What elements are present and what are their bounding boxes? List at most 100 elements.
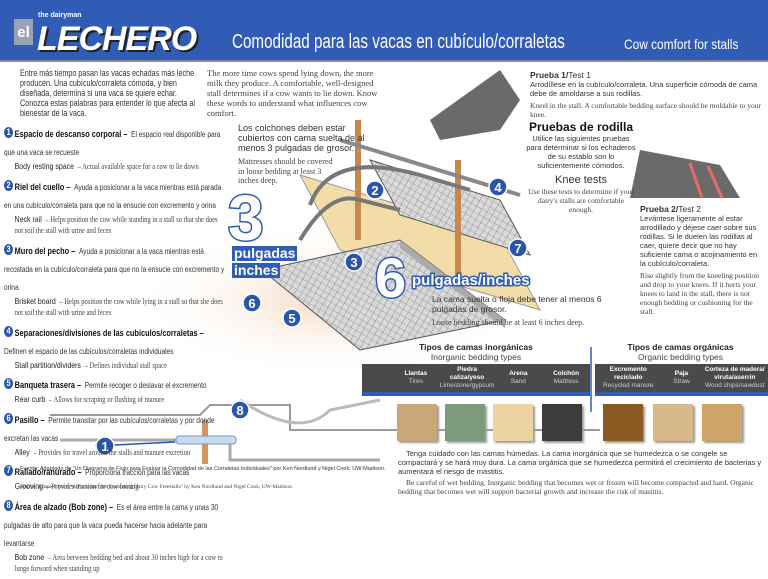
- bedding-organic_title_es: Tipos de camas orgánicas: [627, 342, 734, 352]
- bedding-inorganic-0-en: Tires: [408, 378, 423, 385]
- terms-7-en_term: Bob zone: [14, 551, 45, 562]
- tires-swatch: [397, 404, 437, 441]
- page-title-en: Cow comfort for stalls: [624, 36, 739, 52]
- knee-tests-intro: Pruebas de rodilla Utilice las siguiente…: [526, 120, 636, 214]
- bedding-inorganic-2-es: Arena: [509, 370, 528, 377]
- terms-3-es_term: Separaciones/divisiones de las cubículos…: [14, 327, 204, 338]
- marker-8-label: 8: [236, 403, 243, 418]
- test2-en: Rise slightly from the kneeling position…: [640, 271, 759, 316]
- bedding-inorganic_title_es: Tipos de camas inorgánicas: [419, 342, 533, 352]
- stall-illustration: 2 4 7 3 6 5 8 1: [50, 70, 740, 464]
- bedding-organic-2-es: Corteza de madera/ viruta/aserrín: [704, 366, 765, 381]
- mattress-en: Mattresses should be covered in loose be…: [238, 157, 333, 185]
- bedding-inorganic-3-en: Mattress: [553, 378, 579, 385]
- mattress-note: Los colchones deben estar cubiertos con …: [238, 123, 378, 186]
- unit-es: pulgadas: [232, 245, 298, 261]
- marker-1: [95, 436, 115, 456]
- marker-7-label: 7: [514, 241, 521, 256]
- terms-5-n: 6: [4, 412, 14, 424]
- terms-2-en_term: Brisket board: [14, 295, 56, 306]
- post: [355, 120, 361, 240]
- caution-es: Tenga cuidado con las camas húmedas. La …: [398, 449, 762, 476]
- marker-3-label: 3: [350, 255, 357, 270]
- page-title-es: Comodidad para las vacas en cubículo/cor…: [232, 31, 565, 53]
- terms-7-n: 8: [4, 499, 14, 511]
- test1-label-es: Prueba 1/: [530, 70, 569, 80]
- terms-5-es_def: Permite transitar por las cubículos/corr…: [4, 415, 215, 443]
- test2-label-es: Prueba 2/: [640, 204, 679, 214]
- marker-6-label: 6: [248, 296, 255, 311]
- marker-4-label: 4: [494, 180, 502, 195]
- logo-name: LECHERO: [37, 20, 197, 58]
- terms-2-es_def: Ayuda a posicionar a la vaca mientras es…: [4, 246, 225, 292]
- bedding-inorganic-1-es: Piedra caliza/yeso: [449, 366, 485, 381]
- terms-5-en_term: Alley: [14, 446, 30, 457]
- test1-es: Arrodíllese en la cubículo/corraleta. Un…: [530, 80, 758, 98]
- inorganic-heading: Tipos de camas inorgánicas Inorganic bed…: [362, 342, 590, 362]
- terms-2-n: 3: [4, 243, 14, 255]
- marker-4: [488, 177, 508, 197]
- terms-6-n: 7: [4, 465, 14, 477]
- terms-0-es_def: El espacio real disponible para que una …: [4, 130, 221, 157]
- terms-0-n: 1: [4, 127, 14, 139]
- source-es: Fuente: Adaptado de "Un Diagrama de Fluj…: [20, 466, 386, 472]
- bedding-inorganic-0-es: Llantas: [404, 370, 428, 377]
- terms-1-en_def: – Helps position the cow while standing …: [14, 214, 218, 236]
- six-unit: pulgadas/inches: [411, 271, 532, 291]
- terms-6-es_term: Rallado/ranurado –: [14, 467, 82, 477]
- knee-title-es: Pruebas de rodilla: [528, 120, 634, 134]
- terms-2-es_term: Muro del pecho –: [14, 245, 76, 256]
- sand-swatch: [493, 404, 533, 441]
- terms-4-en_def: – Allows for scraping or flushing of man…: [48, 395, 165, 404]
- knee-title-en: Knee tests: [555, 174, 607, 186]
- test-1: Prueba 1/Test 1 Arrodíllese en la cubícu…: [530, 70, 762, 119]
- three-inches-number: 3: [227, 182, 266, 254]
- bedding-organic-1-es: Paja: [674, 370, 689, 377]
- number-markers: 2 4 7 3 6 5 8 1: [95, 177, 528, 456]
- manure-swatch: [603, 404, 643, 441]
- marker-2-label: 2: [371, 183, 378, 198]
- marker-2: [365, 180, 385, 200]
- terms-7-en_def: – Area between bedding bed and about 30 …: [14, 552, 223, 574]
- bedding-organic-1-en: Straw: [673, 378, 690, 385]
- terms-1-en_term: Neck rail: [14, 213, 42, 224]
- terms-0-en_def: – Actual available space for a cow to li…: [77, 162, 199, 171]
- terms-2-en_def: – Helps position the cow while lying in …: [14, 296, 223, 318]
- marker-8: [230, 400, 250, 420]
- test1-en: Kneel in the stall. A comfortable beddin…: [530, 101, 761, 119]
- bedding-organic-2-en: Wood chips/sawdust: [704, 382, 765, 389]
- bedding-inorganic-1-en: Limestone/gypsum: [439, 382, 495, 389]
- terms-6-es_def: Proporciona tracción para las vacas: [85, 468, 190, 477]
- six-inches-number: 6: [373, 246, 407, 309]
- mattress-es: Los colchones deben estar cubiertos con …: [238, 123, 365, 153]
- loose-en: Loose bedding should be at least 6 inche…: [432, 318, 585, 327]
- logo-el: el: [14, 19, 33, 45]
- marker-6: [242, 293, 262, 313]
- bedding-inorganic-3-es: Colchón: [553, 370, 580, 377]
- test2-label-en: Test 2: [678, 204, 701, 214]
- straw-swatch: [653, 404, 693, 441]
- source-en: Source: Adapted from "A Flowchart for Ev…: [20, 484, 294, 490]
- terms-4-es_def: Permite recoger o deslavar el excremento: [84, 381, 207, 390]
- bedding-organic-0-en: Recycled manure: [602, 382, 654, 389]
- caution-en: Be careful of wet bedding. Inorganic bed…: [398, 478, 755, 496]
- bedding-organic-0-es: Excremento reciclado: [609, 366, 647, 381]
- terms-6-en_def: – Provides traction for cow footing: [46, 482, 139, 491]
- mattress-swatch: [542, 404, 582, 441]
- terms-4-es_term: Banqueta trasera –: [14, 380, 82, 390]
- bedding-organic_title_en: Organic bedding types: [637, 352, 724, 362]
- terms-0-es_term: Espacio de descanso corporal –: [14, 129, 128, 139]
- test1-label-en: Test 1: [568, 70, 591, 80]
- terms-5-es_term: Pasillo –: [14, 414, 45, 425]
